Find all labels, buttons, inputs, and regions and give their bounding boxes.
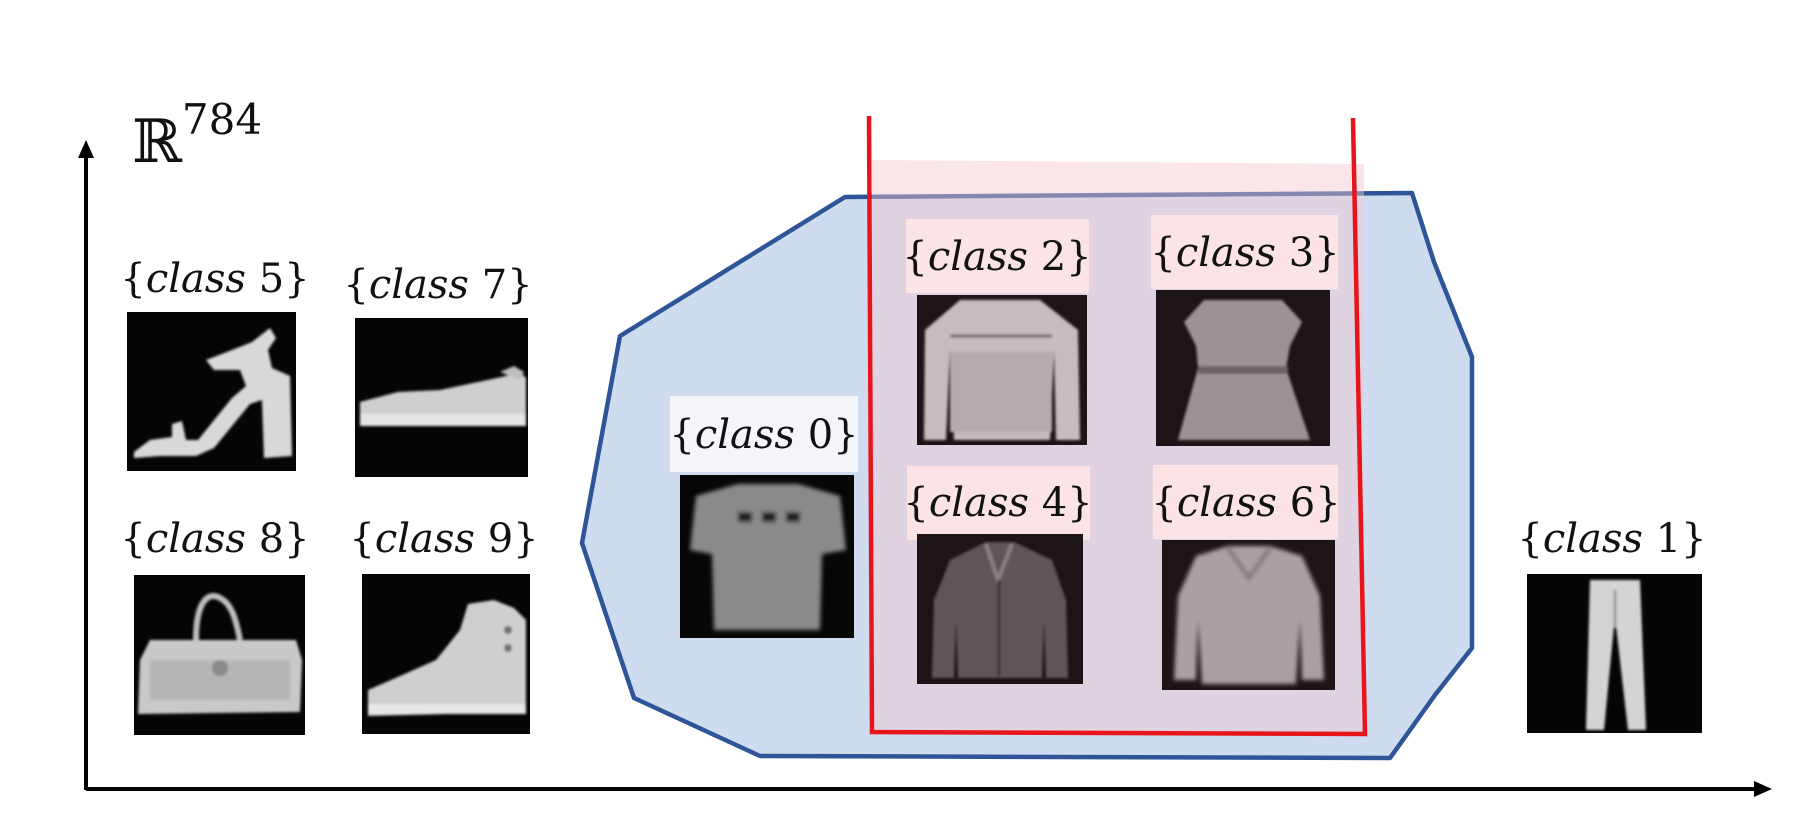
ankle-boot-image bbox=[362, 574, 530, 734]
class-6-label: {class 6} bbox=[1151, 480, 1340, 526]
class-2-group: {class 2} bbox=[902, 219, 1092, 445]
class-9-label: {class 9} bbox=[349, 516, 538, 562]
x-axis-arrow-icon bbox=[1754, 781, 1772, 797]
class-8-label: {class 8} bbox=[120, 516, 309, 562]
class-3-group: {class 3} bbox=[1150, 215, 1340, 446]
shirt-image bbox=[1162, 540, 1335, 690]
t-shirt-image bbox=[680, 475, 854, 638]
trouser-image bbox=[1527, 574, 1702, 733]
space-label: ℝ784 bbox=[132, 95, 262, 177]
class-5-group: {class 5} bbox=[120, 256, 310, 471]
class-1-label: {class 1} bbox=[1517, 516, 1706, 562]
class-2-label: {class 2} bbox=[902, 234, 1091, 280]
space-label-exponent: 784 bbox=[182, 95, 262, 144]
coat-image bbox=[917, 534, 1083, 684]
class-0-group: {class 0} bbox=[669, 396, 859, 638]
axes bbox=[78, 140, 1772, 797]
class-4-group: {class 4} bbox=[903, 466, 1093, 684]
class-0-label: {class 0} bbox=[669, 412, 858, 458]
class-7-label: {class 7} bbox=[343, 262, 532, 308]
class-1-group: {class 1} bbox=[1517, 516, 1707, 733]
class-6-group: {class 6} bbox=[1151, 465, 1341, 690]
bag-image bbox=[134, 575, 305, 735]
sneaker-image bbox=[355, 318, 528, 477]
class-9-group: {class 9} bbox=[349, 516, 539, 734]
dress-image bbox=[1156, 290, 1330, 446]
pullover-image bbox=[917, 295, 1087, 445]
class-3-label-bg bbox=[1151, 215, 1338, 289]
red-region-border bbox=[866, 115, 1368, 737]
class-4-label-bg bbox=[907, 466, 1090, 540]
class-6-label-bg bbox=[1153, 465, 1338, 539]
space-label-base: ℝ bbox=[132, 107, 183, 177]
y-axis-arrow-icon bbox=[78, 140, 94, 158]
class-0-label-bg bbox=[670, 396, 858, 472]
class-7-group: {class 7} bbox=[343, 262, 533, 477]
sandal-image bbox=[127, 312, 296, 471]
class-4-label: {class 4} bbox=[903, 480, 1092, 526]
class-5-label: {class 5} bbox=[120, 256, 309, 302]
class-3-label: {class 3} bbox=[1150, 230, 1339, 276]
class-8-group: {class 8} bbox=[120, 516, 310, 735]
class-2-label-bg bbox=[906, 219, 1089, 293]
